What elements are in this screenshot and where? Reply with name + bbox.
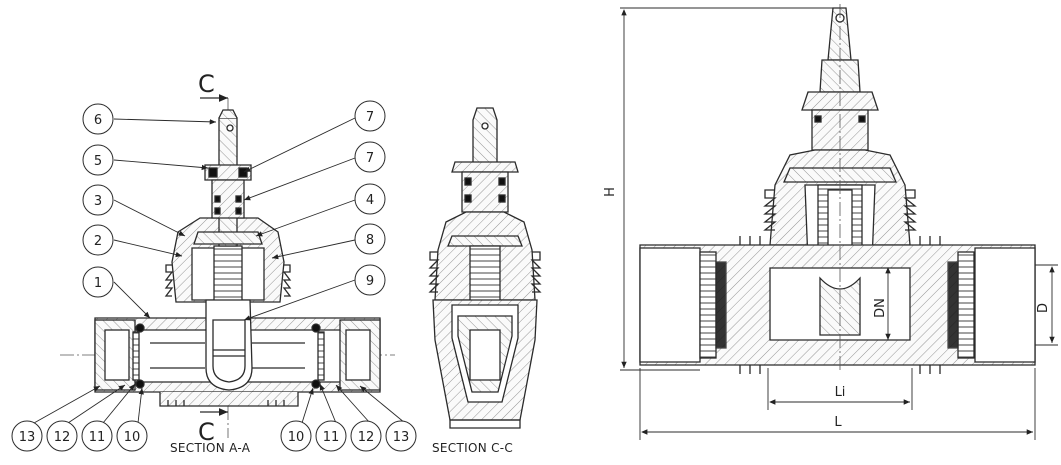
callout-13b: 13: [385, 420, 417, 452]
svg-text:4: 4: [366, 193, 374, 208]
callout-12a: 12: [46, 420, 78, 452]
section-c-label: SECTION C-C: [432, 441, 513, 455]
svg-text:9: 9: [366, 274, 374, 289]
section-a-a-view: [60, 94, 395, 438]
svg-text:7: 7: [366, 110, 374, 125]
dim-d-label: D: [1036, 303, 1051, 313]
dim-dn-label: DN: [873, 298, 888, 318]
callout-8: 8: [354, 223, 386, 255]
callout-10b: 10: [280, 420, 312, 452]
dim-l-label: L: [834, 415, 842, 430]
svg-text:12: 12: [54, 430, 71, 445]
callout-7a: 7: [354, 100, 386, 132]
svg-text:7: 7: [366, 151, 374, 166]
svg-text:1: 1: [94, 276, 102, 291]
svg-text:11: 11: [89, 430, 106, 445]
svg-text:6: 6: [94, 113, 102, 128]
svg-text:12: 12: [358, 430, 375, 445]
callout-11a: 11: [81, 420, 113, 452]
svg-text:10: 10: [124, 430, 141, 445]
svg-text:5: 5: [94, 154, 102, 169]
callout-2: 2: [82, 224, 114, 256]
section-c-c-view: [428, 107, 542, 429]
dimension-lines: [620, 7, 1058, 440]
svg-text:3: 3: [94, 194, 102, 209]
valve-outer-view: [639, 4, 1036, 374]
cut-letter-top: C: [198, 70, 215, 98]
callout-13a: 13: [11, 420, 43, 452]
svg-text:8: 8: [366, 233, 374, 248]
callout-9: 9: [354, 264, 386, 296]
svg-text:10: 10: [288, 430, 305, 445]
callout-12b: 12: [350, 420, 382, 452]
cut-letter-bottom: C: [198, 418, 215, 446]
svg-text:11: 11: [323, 430, 340, 445]
callout-3: 3: [82, 184, 114, 216]
callout-group: 6 5 3 2 1 7 7 4 8 9 13 12 11 10 10 11 12…: [11, 100, 417, 452]
dim-li-label: Li: [835, 385, 846, 400]
section-a-label: SECTION A-A: [170, 441, 251, 455]
svg-text:13: 13: [393, 430, 410, 445]
callout-7b: 7: [354, 141, 386, 173]
callout-4: 4: [354, 183, 386, 215]
callout-1: 1: [82, 266, 114, 298]
dim-h-label: H: [603, 187, 618, 197]
callout-5: 5: [82, 144, 114, 176]
callout-10a: 10: [116, 420, 148, 452]
svg-text:13: 13: [19, 430, 36, 445]
callout-leaders: [33, 117, 406, 424]
callout-11b: 11: [315, 420, 347, 452]
svg-text:2: 2: [94, 234, 102, 249]
callout-6: 6: [82, 103, 114, 135]
